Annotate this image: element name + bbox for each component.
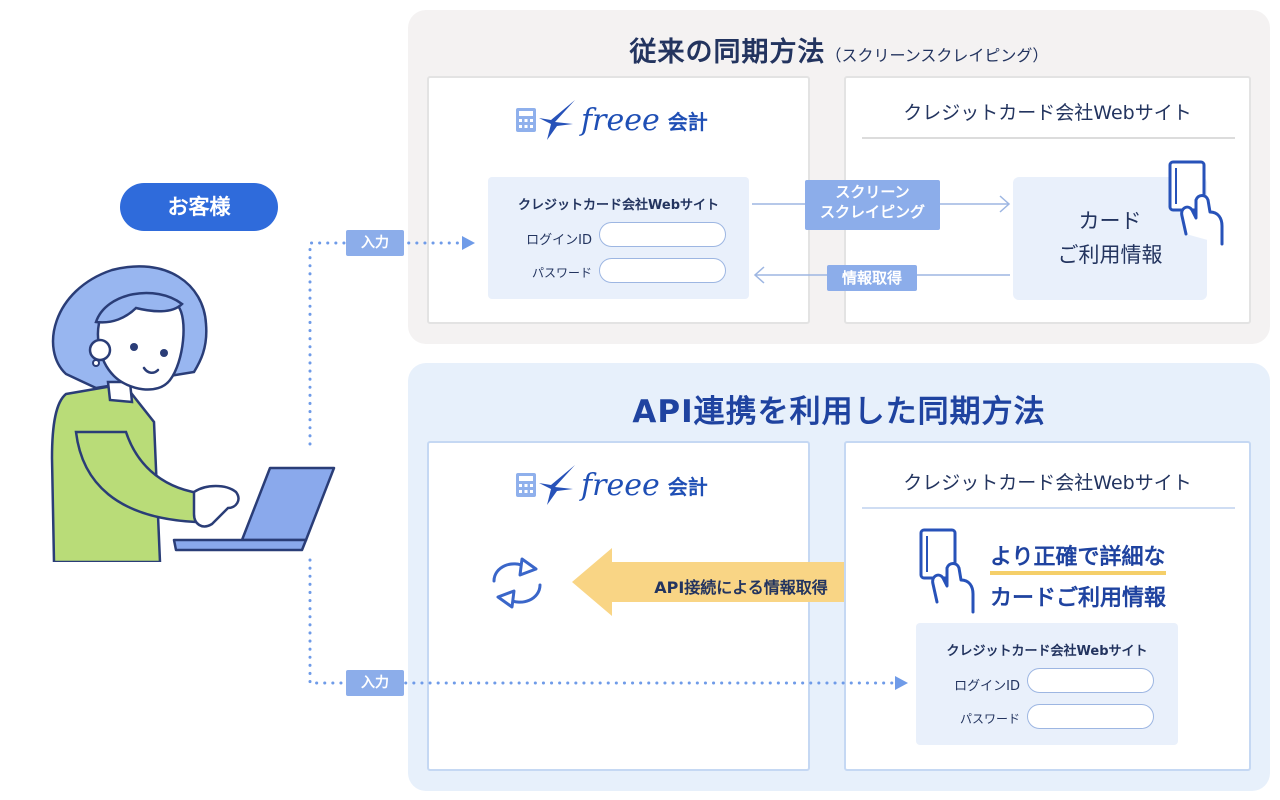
api-freee-logo: freee 会計 (515, 463, 708, 507)
card-info-line2: ご利用情報 (1057, 243, 1163, 267)
traditional-freee-logo: freee 会計 (515, 98, 708, 142)
password-label: パスワード (531, 266, 592, 280)
login-id-label: ログインID (954, 679, 1020, 694)
bird-icon (539, 100, 575, 140)
highlight-line2: カードご利用情報 (990, 586, 1167, 611)
login-id-input[interactable] (599, 222, 726, 247)
api-input-tag: 入力 (346, 670, 404, 696)
freee-wordmark: freee (581, 467, 660, 503)
api-double-arrow (572, 548, 910, 616)
login-id-input[interactable] (1027, 668, 1154, 693)
highlight-line1: より正確で詳細な (990, 545, 1166, 575)
traditional-input-tag: 入力 (346, 230, 404, 256)
freee-suffix: 会計 (667, 474, 708, 499)
calculator-icon (516, 473, 536, 497)
scraping-line2: スクレイピング (819, 203, 925, 221)
api-login-form: クレジットカード会社Webサイト ログインID パスワード (916, 623, 1178, 745)
freee-suffix: 会計 (667, 109, 708, 134)
password-input[interactable] (599, 258, 726, 283)
laptop-icon (172, 466, 336, 552)
freee-wordmark: freee (581, 102, 660, 138)
hand-card-icon (919, 528, 975, 614)
api-method-title: API連携を利用した同期方法 (632, 394, 1046, 430)
traditional-site-title: クレジットカード会社Webサイト (903, 102, 1192, 124)
login-form-title: クレジットカード会社Webサイト (518, 198, 719, 213)
calculator-icon (516, 108, 536, 132)
site-divider (862, 137, 1235, 139)
sync-icon (492, 557, 542, 609)
password-label: パスワード (959, 712, 1020, 726)
card-info-line1: カード (1078, 209, 1142, 233)
login-form-title: クレジットカード会社Webサイト (946, 644, 1148, 659)
screen-scraping-tag: スクリーン スクレイピング (805, 180, 940, 230)
traditional-login-form: クレジットカード会社Webサイト ログインID パスワード (488, 177, 749, 299)
info-fetch-tag: 情報取得 (827, 265, 917, 291)
login-id-label: ログインID (526, 233, 592, 248)
scraping-line1: スクリーン (835, 183, 910, 201)
site-divider (862, 507, 1235, 509)
api-arrow-label: API接続による情報取得 (654, 578, 828, 597)
api-freee-card (427, 441, 810, 771)
hand-card-icon (1168, 160, 1224, 246)
password-input[interactable] (1027, 704, 1154, 729)
traditional-method-title: 従来の同期方法（スクリーンスクレイピング） (408, 30, 1270, 69)
traditional-title-text: 従来の同期方法 (629, 37, 826, 68)
customer-badge: お客様 (120, 183, 278, 231)
customer-illustration (50, 265, 240, 562)
traditional-subtitle: （スクリーンスクレイピング） (825, 46, 1049, 65)
api-site-title: クレジットカード会社Webサイト (903, 472, 1192, 494)
bird-icon (539, 465, 575, 505)
detailed-info-highlight: より正確で詳細な (990, 539, 1166, 575)
